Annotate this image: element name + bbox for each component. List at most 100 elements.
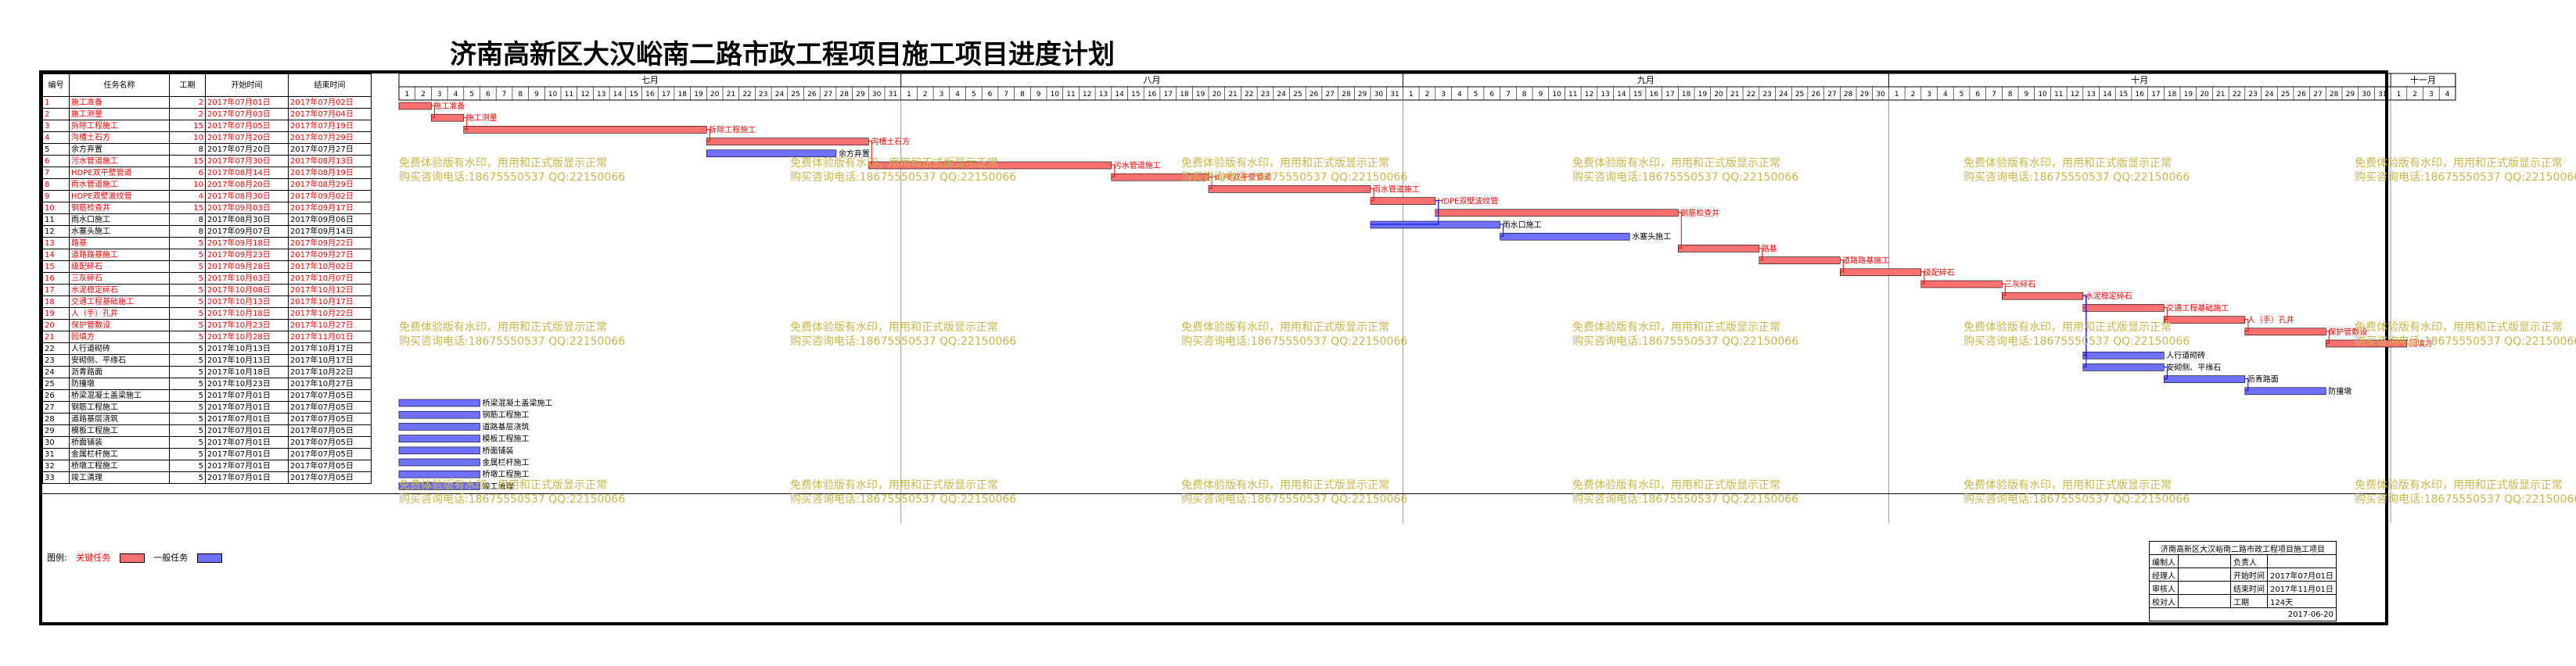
watermark-line: 免费体验版有水印，用用和正式版显示正常 [1963, 479, 2172, 492]
col-header-end: 结束时间 [288, 73, 372, 97]
day-label: 28 [840, 91, 850, 98]
day-label: 20 [1213, 91, 1222, 98]
day-label: 4 [454, 91, 458, 98]
day-label: 30 [2362, 91, 2371, 98]
day-label: 22 [742, 91, 751, 98]
day-label: 7 [1004, 91, 1008, 98]
dependency-line [2244, 378, 2249, 392]
task-bar-label: HDPE双壁波纹管 [1438, 196, 1499, 206]
task-bar-label: 人行道砌砖 [2166, 350, 2205, 360]
task-bar [2164, 375, 2246, 383]
day-label: 3 [1441, 91, 1446, 98]
task-bar-label: 桥墩工程施工 [483, 469, 530, 479]
watermark-line: 购买咨询电话:18675550537 QQ:22150066 [1181, 171, 1408, 184]
day-label: 2 [2413, 91, 2417, 98]
day-label: 7 [1506, 91, 1511, 98]
month-label: 十月 [2131, 74, 2148, 85]
day-label: 27 [2313, 91, 2322, 98]
watermark-line: 购买咨询电话:18675550537 QQ:22150066 [790, 335, 1017, 348]
watermark-line: 购买咨询电话:18675550537 QQ:22150066 [1572, 335, 1799, 348]
day-label: 19 [1196, 91, 1205, 98]
task-bar-label: 道路基层浇筑 [483, 421, 530, 431]
task-bar-label: 施工准备 [433, 101, 465, 111]
task-bar-label: 拆除工程施工 [709, 124, 756, 134]
dependency-line [1920, 271, 1925, 285]
watermark-line: 免费体验版有水印，用用和正式版显示正常 [1963, 157, 2172, 170]
day-label: 29 [1358, 91, 1367, 98]
task-bar-label: 保护管敷设 [2328, 327, 2367, 337]
dependency-line [1500, 224, 1504, 237]
table-header-row: 编号 任务名称 工期 开始时间 结束时间 [42, 73, 372, 97]
watermark-text: 免费体验版有水印，用用和正式版显示正常购买咨询电话:18675550537 QQ… [1181, 156, 1407, 184]
watermark-line: 免费体验版有水印，用用和正式版显示正常 [1572, 157, 1780, 170]
titleblock-cell: 124天 [2267, 594, 2337, 608]
task-bar [706, 138, 869, 145]
day-label: 25 [791, 91, 799, 98]
day-label: 16 [2136, 91, 2145, 98]
day-label: 1 [1409, 91, 1414, 98]
day-label: 21 [1730, 91, 1739, 98]
task-bar-label: 雨水管道施工 [1373, 184, 1420, 194]
task-bar-label: 级配碎石 [1924, 267, 1955, 278]
watermark-text: 免费体验版有水印，用用和正式版显示正常购买咨询电话:18675550537 QQ… [1963, 478, 2190, 507]
day-label: 19 [2184, 91, 2193, 98]
day-label: 20 [710, 91, 720, 98]
watermark-line: 免费体验版有水印，用用和正式版显示正常 [2355, 479, 2563, 492]
watermark-text: 免费体验版有水印，用用和正式版显示正常购买咨询电话:18675550537 QQ… [1572, 478, 1798, 507]
titleblock-cell: 工期 [2230, 594, 2268, 608]
day-label: 23 [1261, 91, 1270, 98]
task-bar [398, 102, 432, 110]
day-label: 11 [1066, 91, 1075, 98]
legend-label: 图例: [47, 553, 67, 563]
task-bar-label: 道路路基施工 [1842, 256, 1889, 266]
day-label: 22 [1245, 91, 1253, 98]
day-label: 4 [1457, 91, 1462, 98]
day-label: 12 [580, 91, 589, 98]
day-label: 26 [1812, 91, 1821, 98]
day-label: 11 [565, 91, 573, 98]
day-label: 27 [1827, 91, 1836, 98]
task-bar [398, 482, 480, 490]
watermark-line: 购买咨询电话:18675550537 QQ:22150066 [1572, 171, 1799, 184]
watermark-text: 免费体验版有水印，用用和正式版显示正常购买咨询电话:18675550537 QQ… [1963, 320, 2190, 349]
day-label: 7 [1992, 91, 1996, 98]
watermark-line: 免费体验版有水印，用用和正式版显示正常 [2355, 321, 2563, 334]
watermark-text: 免费体验版有水印，用用和正式版显示正常购买咨询电话:18675550537 QQ… [2355, 156, 2576, 184]
day-label: 7 [502, 91, 507, 98]
watermark-text: 免费体验版有水印，用用和正式版显示正常购买咨询电话:18675550537 QQ… [399, 478, 625, 507]
day-label: 17 [2151, 91, 2160, 98]
legend-critical-label: 关键任务 [76, 553, 111, 563]
day-label: 13 [1601, 91, 1609, 98]
watermark-line: 免费体验版有水印，用用和正式版显示正常 [399, 157, 607, 170]
day-label: 25 [1293, 91, 1302, 98]
task-bar [1840, 268, 1922, 277]
task-bar-label: HDPE双平壁管道 [1211, 172, 1272, 182]
day-label: 16 [645, 91, 655, 98]
task-bar [463, 126, 707, 134]
watermark-text: 免费体验版有水印，用用和正式版显示正常购买咨询电话:18675550537 QQ… [399, 320, 625, 349]
watermark-line: 免费体验版有水印，用用和正式版显示正常 [1181, 157, 1389, 170]
day-label: 14 [1115, 91, 1124, 98]
task-bar [398, 470, 480, 478]
dependency-line [1759, 247, 1763, 261]
task-bar-label: 沟槽土石方 [871, 137, 910, 147]
task-bar [1370, 197, 1436, 205]
day-label: 17 [662, 91, 670, 98]
day-label: 11 [2054, 91, 2063, 98]
day-label: 31 [889, 91, 897, 98]
day-label: 11 [1568, 91, 1577, 98]
day-label: 18 [1180, 91, 1189, 98]
day-label: 13 [2086, 91, 2095, 98]
task-bar [1435, 209, 1679, 217]
day-label: 18 [1682, 91, 1691, 98]
watermark-line: 免费体验版有水印，用用和正式版显示正常 [399, 321, 607, 334]
day-label: 31 [2378, 91, 2387, 98]
